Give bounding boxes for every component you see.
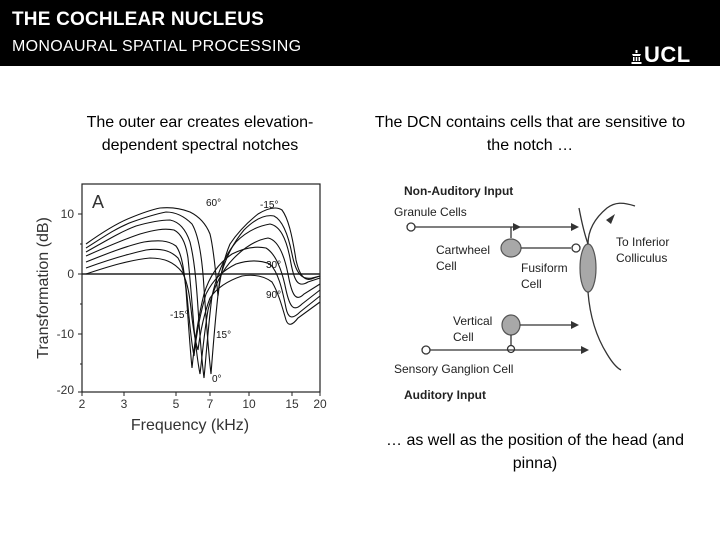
- inferior-colliculus-label-line1: To Inferior: [616, 235, 669, 249]
- fusiform-apical-dendrite: [587, 202, 636, 245]
- x-tick-label: 7: [207, 397, 214, 411]
- cartwheel-label-line1: Cartwheel: [436, 243, 490, 257]
- x-tick-label: 2: [79, 397, 86, 411]
- vertical-label-line2: Cell: [453, 330, 474, 344]
- slide-subtitle: MONOAURAL SPATIAL PROCESSING: [12, 38, 302, 55]
- transfer-curves: [85, 207, 321, 379]
- y-axis-label: Transformation (dB): [35, 217, 52, 359]
- vertical-arrowhead: [571, 321, 579, 329]
- sensory-ganglion-cell-body: [421, 345, 431, 355]
- vertical-label-line1: Vertical: [453, 314, 492, 328]
- fusiform-dendrite-branch: [578, 207, 589, 245]
- ucl-crest-icon: [631, 50, 642, 64]
- dcn-circuit-diagram: Non-Auditory Input Granule Cells Cartwhe…: [385, 178, 715, 406]
- non-auditory-input-label: Non-Auditory Input: [404, 184, 513, 198]
- inferior-colliculus-label-line2: Colliculus: [616, 251, 667, 265]
- y-tick-label: 10: [61, 207, 75, 221]
- granule-to-cartwheel-arrowhead: [513, 223, 521, 231]
- bottom-caption: … as well as the position of the head (a…: [386, 432, 684, 472]
- spectral-transformation-figure: 10 0 -10 -20 2 3 5 7 10 15 20 Frequency …: [30, 178, 330, 438]
- slide-title: THE COCHLEAR NUCLEUS: [12, 9, 265, 30]
- panel-label: A: [92, 192, 104, 212]
- vertical-cell-body: [501, 314, 521, 336]
- granule-cells-label: Granule Cells: [394, 205, 467, 219]
- curve-label: 30°: [266, 260, 281, 271]
- title-bar: THE COCHLEAR NUCLEUS MONOAURAL SPATIAL P…: [0, 0, 720, 66]
- vertical-synapse: [506, 344, 516, 354]
- fusiform-basal-dendrite: [587, 291, 622, 371]
- plot-frame: [81, 183, 321, 393]
- curve-label: 0°: [212, 374, 222, 385]
- x-tick-label: 20: [313, 397, 327, 411]
- x-tick-label: 3: [121, 397, 128, 411]
- curve-label: -15°: [170, 310, 188, 321]
- fusiform-cell-body: [579, 243, 597, 293]
- y-tick-label: -10: [57, 327, 75, 341]
- curve-label: 15°: [216, 330, 231, 341]
- fusiform-output-arrowhead: [606, 214, 615, 224]
- fusiform-label-line2: Cell: [521, 277, 542, 291]
- x-axis-label: Frequency (kHz): [131, 417, 249, 434]
- y-tick-label: -20: [57, 383, 75, 397]
- cartwheel-label-line2: Cell: [436, 259, 457, 273]
- auditory-arrowhead: [581, 346, 589, 354]
- granule-arrowhead: [571, 223, 579, 231]
- auditory-input-label: Auditory Input: [404, 388, 486, 402]
- fusiform-label-line1: Fusiform: [521, 261, 568, 275]
- curve-label: 60°: [206, 198, 221, 209]
- cartwheel-synapse: [571, 243, 581, 253]
- spectral-plot-image: 10 0 -10 -20 2 3 5 7 10 15 20 Frequency …: [35, 183, 327, 434]
- left-caption: The outer ear creates elevation-dependen…: [86, 114, 314, 154]
- x-tick-label: 5: [173, 397, 180, 411]
- dcn-circuit-svg: Non-Auditory Input Granule Cells Cartwhe…: [394, 184, 669, 402]
- y-tick-label: 0: [67, 267, 74, 281]
- curve-label: 90°: [266, 290, 281, 301]
- ucl-wordmark: UCL: [644, 42, 691, 67]
- cartwheel-cell-body: [500, 238, 522, 258]
- ucl-logo: UCL: [631, 44, 691, 66]
- curve-label: -15°: [260, 200, 278, 211]
- right-caption: The DCN contains cells that are sensitiv…: [374, 114, 686, 154]
- x-tick-label: 10: [242, 397, 256, 411]
- granule-cell-body: [406, 222, 416, 232]
- x-tick-label: 15: [285, 397, 299, 411]
- sensory-ganglion-label: Sensory Ganglion Cell: [394, 362, 513, 376]
